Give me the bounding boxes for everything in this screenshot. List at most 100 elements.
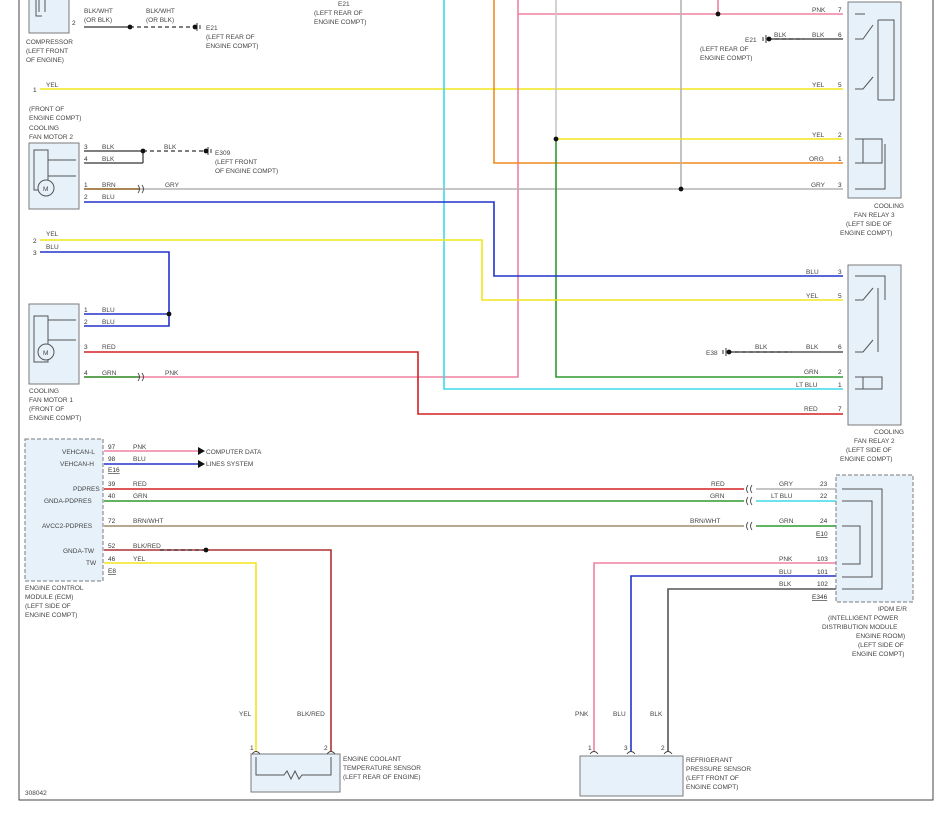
wire-blu-fan2 (84, 201, 843, 277)
ecm-pin-tw: TW (86, 560, 97, 567)
wire-blu-3 (40, 251, 170, 327)
wire-pnk-rp (593, 562, 836, 752)
ipdm-wire-22-color: LT BLU (771, 493, 793, 500)
fan1-pin-2: 2 (84, 319, 88, 326)
e309-2: (LEFT FRONT (215, 159, 257, 166)
ect-yel-label: YEL (239, 711, 252, 718)
e309-1: E309 (215, 150, 231, 157)
wire-blu-rp (630, 575, 836, 752)
wire-grn-relay2 (555, 139, 843, 378)
ipdm-wire-101-color: BLU (779, 569, 792, 576)
ipdm-wire-23-pin: 23 (820, 481, 828, 488)
ipdm-wire-102-color: BLK (779, 581, 792, 588)
ect-sensor (250, 753, 341, 793)
relay3-wire-7: PNK (812, 7, 826, 14)
ipdm-module (835, 474, 914, 603)
blk-e38-label: BLK (755, 344, 768, 351)
splice-dots (127, 11, 772, 553)
ecm-pin-vehcan-h: VEHCAN-H (60, 461, 94, 468)
compressor-label-3: OF ENGINE) (26, 57, 64, 64)
ipdm-wire-103-pin: 103 (817, 556, 828, 563)
rp-label-2: PRESSURE SENSOR (686, 766, 751, 773)
relay3-wire-3: GRY (811, 182, 826, 189)
ipdm-wire-103-color: PNK (779, 556, 793, 563)
ecm-wire-97-color: PNK (133, 444, 147, 451)
refrigerant-pressure-sensor (579, 755, 684, 797)
relay2-pin-3: 3 (838, 269, 842, 276)
wire-yel-ect (104, 562, 257, 752)
relay3-wire-2: YEL (812, 132, 825, 139)
blk-e309-label: BLK (164, 144, 177, 151)
fan2-wire-3: BLK (102, 144, 115, 151)
cooling-fan-relay-3 (847, 1, 902, 199)
ecm-pin-vehcan-l: VEHCAN-L (62, 449, 95, 456)
relay2-pin-2: 2 (838, 369, 842, 376)
e21-compressor-1: E21 (206, 25, 218, 32)
ecm-wire-39-pin: 39 (108, 481, 116, 488)
ipdm-left-red: RED (711, 481, 725, 488)
wire-pnk-fan1 (84, 14, 519, 378)
ecm-pin-avcc2-pdpres: AVCC2-PDPRES (42, 523, 93, 530)
wire-ltblu (443, 0, 843, 390)
wire-blkred-ect (104, 549, 332, 752)
ipdm-left-grn: GRN (710, 493, 725, 500)
fan2-pin-3: 3 (84, 144, 88, 151)
rp-pin-1: 1 (588, 745, 592, 752)
relay2-pin-6: 6 (838, 344, 842, 351)
ipdm-label-5: (LEFT SIDE OF (858, 642, 904, 649)
connector-e8: E8 (108, 568, 116, 575)
rp-blu-label: BLU (613, 711, 626, 718)
relay2-wire-5: YEL (806, 293, 819, 300)
fan1-pin-1: 1 (84, 307, 88, 314)
relay2-wire-7: RED (804, 406, 818, 413)
relay2-wire-6: BLK (806, 344, 819, 351)
relay2-wire-2: GRN (804, 369, 819, 376)
fan2-wire-1: BRN (102, 182, 116, 189)
relay2-pin-5: 5 (838, 293, 842, 300)
gry-fan2-label: GRY (165, 182, 180, 189)
fan-motor-1-label-3: (FRONT OF (29, 406, 64, 413)
ipdm-wire-22-pin: 22 (820, 493, 828, 500)
fan-motor-1-label-4: ENGINE COMPT) (29, 415, 81, 422)
fan1-pin-3: 3 (84, 344, 88, 351)
relay3-pin-2: 2 (838, 132, 842, 139)
fan2-pin-1: 1 (84, 182, 88, 189)
ecm-wire-40-color: GRN (133, 493, 148, 500)
fan1-wire-3: RED (102, 344, 116, 351)
fan2-wire-4: BLK (102, 156, 115, 163)
ecm-module (24, 438, 104, 582)
e38-label: E38 (706, 350, 718, 357)
ect-blkred-label: BLK/RED (297, 711, 325, 718)
blu3-pin: 3 (33, 250, 37, 257)
compressor (28, 0, 70, 34)
fan-motor-1-label-2: FAN MOTOR 1 (29, 397, 73, 404)
relay3-pin-6: 6 (838, 32, 842, 39)
rp-blk-label: BLK (650, 711, 663, 718)
rp-pin-2: 2 (661, 745, 665, 752)
compressor-label-1: COMPRESSOR (26, 39, 73, 46)
fan1-wire-1: BLU (102, 307, 115, 314)
connector-e10: E10 (816, 531, 828, 538)
wire-yel-relay2 (40, 239, 843, 301)
relay3-e21-3: ENGINE COMPT) (700, 55, 752, 62)
diagram-frame (18, 0, 934, 801)
computer-data-1: COMPUTER DATA (206, 449, 262, 456)
fan1-wire-2: BLU (102, 319, 115, 326)
fan-motor-1-label-1: COOLING (29, 388, 59, 395)
ecm-label-4: ENGINE COMPT) (25, 612, 77, 619)
rp-label-4: ENGINE COMPT) (686, 784, 738, 791)
ipdm-wire-102-pin: 102 (817, 581, 828, 588)
cooling-fan-motor-2: M (28, 142, 80, 210)
ecm-wire-52-color: BLK/RED (133, 543, 161, 550)
e21-compressor-3: ENGINE COMPT) (206, 43, 258, 50)
ecm-pin-gnda-tw: GNDA-TW (63, 548, 95, 555)
compressor-wire-2b: (OR BLK) (146, 17, 174, 24)
relay3-e21-2: (LEFT REAR OF (700, 46, 749, 53)
relay3-label-4: ENGINE COMPT) (840, 230, 892, 237)
figure-id: 308042 (25, 790, 47, 797)
yel2-pin: 2 (33, 238, 37, 245)
ipdm-label-1: IPDM E/R (878, 606, 907, 613)
ecm-wire-98-pin: 98 (108, 456, 116, 463)
relay2-label-4: ENGINE COMPT) (840, 456, 892, 463)
